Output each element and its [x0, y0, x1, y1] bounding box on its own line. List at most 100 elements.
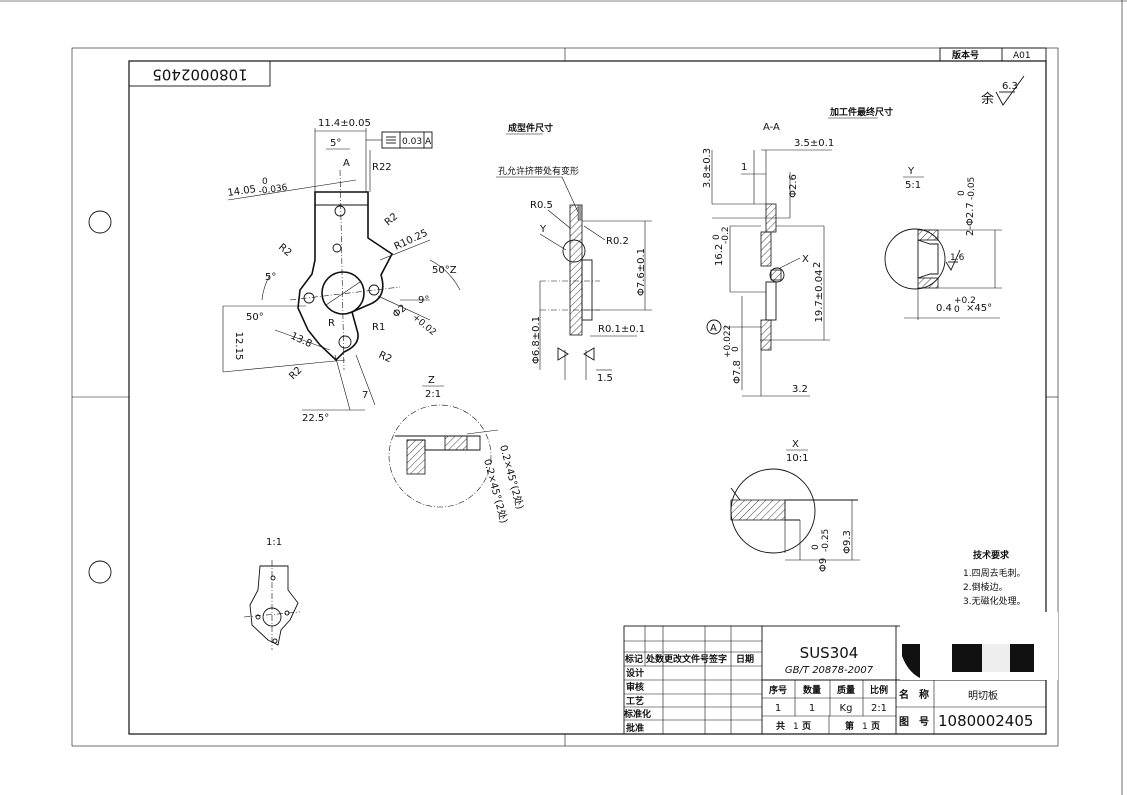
detail-x-phi9: Φ9	[818, 558, 829, 572]
dim-r2-d: R2	[287, 365, 304, 382]
tb-drawing-no-value: 1080002405	[938, 712, 1033, 730]
flatness-value: 0.03	[402, 137, 422, 147]
detail-y-chamfer-suffix: ×45°	[966, 303, 992, 314]
small-view-scale: 1:1	[266, 537, 282, 548]
dim-r05: R0.5	[530, 200, 553, 211]
dim-angle-22: 22.5°	[302, 413, 329, 424]
bottom-hole	[338, 335, 352, 349]
detail-x-phi9-low: -0.25	[821, 529, 831, 552]
detail-y-chamfer: 0.4	[936, 303, 952, 314]
tech-note-1: 1.四周去毛刺。	[963, 567, 1026, 579]
dim-d14-up: 0	[262, 177, 268, 187]
roughness-value: 6.3	[1002, 81, 1018, 92]
detail-y-phi27-low: -0.05	[967, 177, 977, 200]
tb-name-value: 明切板	[968, 689, 998, 702]
logo-block-3	[1010, 644, 1034, 672]
tech-notes: 技术要求 1.四周去毛刺。 2.倒棱边。 3.无磁化处理。	[963, 549, 1026, 607]
roughness-check-icon	[995, 75, 1025, 106]
label-y: Y	[539, 224, 547, 235]
tb-row-process: 工艺	[626, 695, 644, 707]
binding-hole-top	[88, 210, 112, 234]
dim-angle-50-left: 50°	[246, 312, 264, 323]
dim-d1: 1	[741, 162, 747, 173]
tb-header-doc: 更改文件号	[664, 653, 709, 665]
detail-y-chamfer-low: 0	[954, 305, 960, 315]
tb-col-mass: 质量	[837, 684, 855, 696]
detail-z-scale: 2:1	[425, 389, 441, 400]
dim-r1: R1	[372, 322, 385, 333]
dim-d162-low: -0.2	[721, 226, 731, 244]
dim-d32: 3.2	[792, 384, 808, 395]
dim-phi26: Φ2.6	[788, 174, 799, 198]
label-x: X	[802, 254, 809, 265]
detail-y-scale: 5:1	[905, 180, 921, 191]
dim-d14: 14.05	[227, 184, 257, 199]
detail-x-phi9-up: 0	[811, 544, 821, 550]
left-hole	[303, 292, 315, 304]
detail-y-phi27-up: 0	[957, 190, 967, 196]
dim-r02: R0.2	[606, 236, 629, 247]
section-aa-view: 加工件最终尺寸 A-A 1 3.5±0.1 3.8±0.3 Φ2.6	[702, 106, 893, 397]
detail-y-view: Y 5:1 2-Φ2.7 0 -0.05 1.6 0.4 +0.2 0 ×45°	[884, 166, 1002, 320]
tb-row-design: 设计	[626, 667, 644, 679]
dim-phi78-up: +0.022	[723, 325, 733, 358]
detail-x-view: X 10:1 Φ9 0 -0.25 Φ9.3	[730, 439, 860, 572]
dim-r2-a: R2	[383, 211, 400, 228]
dim-d14-low: -0.036	[258, 183, 288, 197]
tb-pages-total: 1	[793, 722, 799, 732]
tb-val-scale: 2:1	[871, 703, 887, 714]
dim-r10: R10.25	[393, 228, 430, 253]
mirrored-number-box: 1080002405	[128, 60, 271, 87]
right-hole	[368, 284, 380, 296]
dim-d2: 2	[812, 262, 823, 268]
dim-d162-up: 0	[712, 234, 722, 240]
tb-col-seq: 序号	[769, 684, 787, 696]
binding-hole-bottom	[88, 560, 112, 584]
tb-material: SUS304	[800, 644, 859, 662]
detail-y-phi27: 2-Φ2.7	[965, 202, 976, 236]
hole-note: 孔允许挤带处有变形	[498, 165, 579, 177]
tb-row-standard: 标准化	[623, 708, 651, 720]
version-label: 版本号	[951, 49, 979, 61]
dim-phi78: Φ7.8	[732, 360, 743, 384]
flatness-datum: A	[425, 137, 432, 147]
version-value: A01	[1013, 51, 1031, 61]
dim-phi78-low: 0	[731, 346, 741, 352]
logo-left-mark	[902, 644, 920, 678]
tb-header-sign: 签字	[708, 653, 727, 665]
tech-notes-title: 技术要求	[973, 549, 1010, 561]
tb-header-mark: 标记	[624, 653, 643, 665]
label-processing: 加工件最终尺寸	[829, 106, 893, 118]
tb-header-date: 日期	[736, 653, 754, 665]
middle-view: 成型件尺寸 孔允许挤带处有变形 R0.5 Y R0.2 Φ7.6±0.1 R0.…	[496, 122, 652, 384]
mirrored-number: 1080002405	[152, 66, 247, 84]
tb-page-no-suffix: 页	[871, 721, 880, 732]
dim-d12: 12.15	[233, 332, 244, 361]
part-outline	[297, 191, 394, 362]
dim-d35: 3.5±0.1	[794, 138, 834, 149]
logo-block-1	[952, 644, 982, 672]
dim-r2-c: R2	[377, 350, 394, 366]
dim-r01: R0.1±0.1	[598, 324, 645, 335]
detail-x-letter: X	[792, 439, 799, 450]
logo-block-2	[982, 644, 1010, 672]
detail-y-rough16: 1.6	[950, 253, 965, 263]
top-hole	[334, 205, 346, 217]
dim-phi2-tol: +0.02	[410, 313, 438, 338]
dim-d13: 13.8	[289, 331, 314, 350]
dim-d197: 19.7±0.04	[814, 270, 825, 323]
detail-z-letter: Z	[428, 375, 435, 386]
detail-y-chamfer-tol: +0.2	[954, 296, 976, 306]
tb-col-qty: 数量	[803, 684, 821, 696]
tb-drawing-no-label: 图 号	[899, 716, 929, 728]
label-finished: 成型件尺寸	[508, 122, 553, 134]
tb-page-no-prefix: 第	[845, 720, 854, 732]
tb-row-review: 审核	[626, 681, 644, 693]
tb-val-qty: 1	[809, 703, 815, 714]
detail-z-view: Z 2:1 0.2×45°(2处) 0.2×45°(2处)	[388, 375, 526, 525]
tech-note-2: 2.倒棱边。	[963, 581, 1008, 593]
dim-angle-50-z: 50°Z	[432, 265, 457, 276]
dim-r22: R22	[372, 162, 392, 173]
